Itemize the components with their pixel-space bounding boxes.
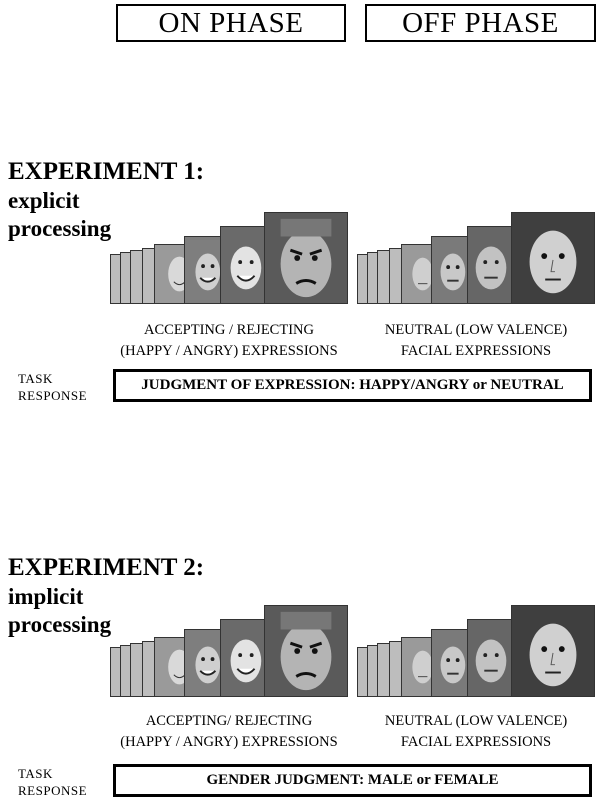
caption-line: (HAPPY / ANGRY) EXPRESSIONS <box>120 734 338 750</box>
happy-face-image <box>184 629 224 697</box>
experiment1-task-box: JUDGMENT OF EXPRESSION: HAPPY/ANGRY or N… <box>113 369 592 402</box>
happy-face-image <box>184 236 224 304</box>
neutral-face-image <box>467 619 515 697</box>
task-label-line: TASK <box>18 371 53 386</box>
off-phase-label: OFF PHASE <box>402 6 559 39</box>
neutral-face-image <box>511 605 595 697</box>
experiment1-subtitle-line2: processing <box>8 216 112 241</box>
caption-line: NEUTRAL (LOW VALENCE) <box>384 713 568 729</box>
caption-line: FACIAL EXPRESSIONS <box>400 734 552 750</box>
off-phase-box: OFF PHASE <box>365 4 596 42</box>
experiment2-task-text: GENDER JUDGMENT: MALE or FEMALE <box>206 772 499 788</box>
angry-face-image <box>264 605 348 697</box>
experiment1-subtitle-line1: explicit <box>8 188 80 213</box>
experiment2-off-face-stack <box>357 605 595 697</box>
experiment2-task-label: TASK RESPONSE <box>18 765 87 799</box>
experiment2-subtitle-line2: processing <box>8 612 112 637</box>
caption-line: ACCEPTING/ REJECTING <box>145 713 313 729</box>
angry-face-image <box>264 212 348 304</box>
experiment1-task-text: JUDGMENT OF EXPRESSION: HAPPY/ANGRY or N… <box>141 377 564 393</box>
experiment1-on-face-stack <box>110 212 348 304</box>
happy-face-image <box>154 244 188 304</box>
caption-line: ACCEPTING / REJECTING <box>144 322 314 338</box>
happy-face-image <box>220 619 268 697</box>
experiment2-on-caption: ACCEPTING/ REJECTING (HAPPY / ANGRY) EXP… <box>110 711 348 753</box>
experiment2-subtitle-line1: implicit <box>8 584 84 609</box>
experiment2-title: EXPERIMENT 2: <box>8 554 205 581</box>
experiment1-task-label: TASK RESPONSE <box>18 370 87 404</box>
experiment2-off-caption: NEUTRAL (LOW VALENCE) FACIAL EXPRESSIONS <box>357 711 595 753</box>
neutral-face-image <box>431 236 471 304</box>
neutral-face-image <box>467 226 515 304</box>
neutral-face-image <box>511 212 595 304</box>
task-label-line: TASK <box>18 766 53 781</box>
experiment1-title: EXPERIMENT 1: <box>8 158 205 185</box>
neutral-face-image <box>431 629 471 697</box>
neutral-face-image <box>401 637 435 697</box>
caption-line: (HAPPY / ANGRY) EXPRESSIONS <box>120 343 338 359</box>
task-label-line: RESPONSE <box>18 388 88 403</box>
experiment1-off-caption: NEUTRAL (LOW VALENCE) FACIAL EXPRESSIONS <box>357 320 595 362</box>
happy-face-image <box>154 637 188 697</box>
neutral-face-image <box>401 244 435 304</box>
experiment2-task-box: GENDER JUDGMENT: MALE or FEMALE <box>113 764 592 797</box>
task-label-line: RESPONSE <box>18 783 88 798</box>
experiment1-on-caption: ACCEPTING / REJECTING (HAPPY / ANGRY) EX… <box>110 320 348 362</box>
on-phase-label: ON PHASE <box>158 6 304 39</box>
caption-line: NEUTRAL (LOW VALENCE) <box>384 322 568 338</box>
experiment2-on-face-stack <box>110 605 348 697</box>
happy-face-image <box>220 226 268 304</box>
caption-line: FACIAL EXPRESSIONS <box>400 343 552 359</box>
experiment1-off-face-stack <box>357 212 595 304</box>
on-phase-box: ON PHASE <box>116 4 346 42</box>
